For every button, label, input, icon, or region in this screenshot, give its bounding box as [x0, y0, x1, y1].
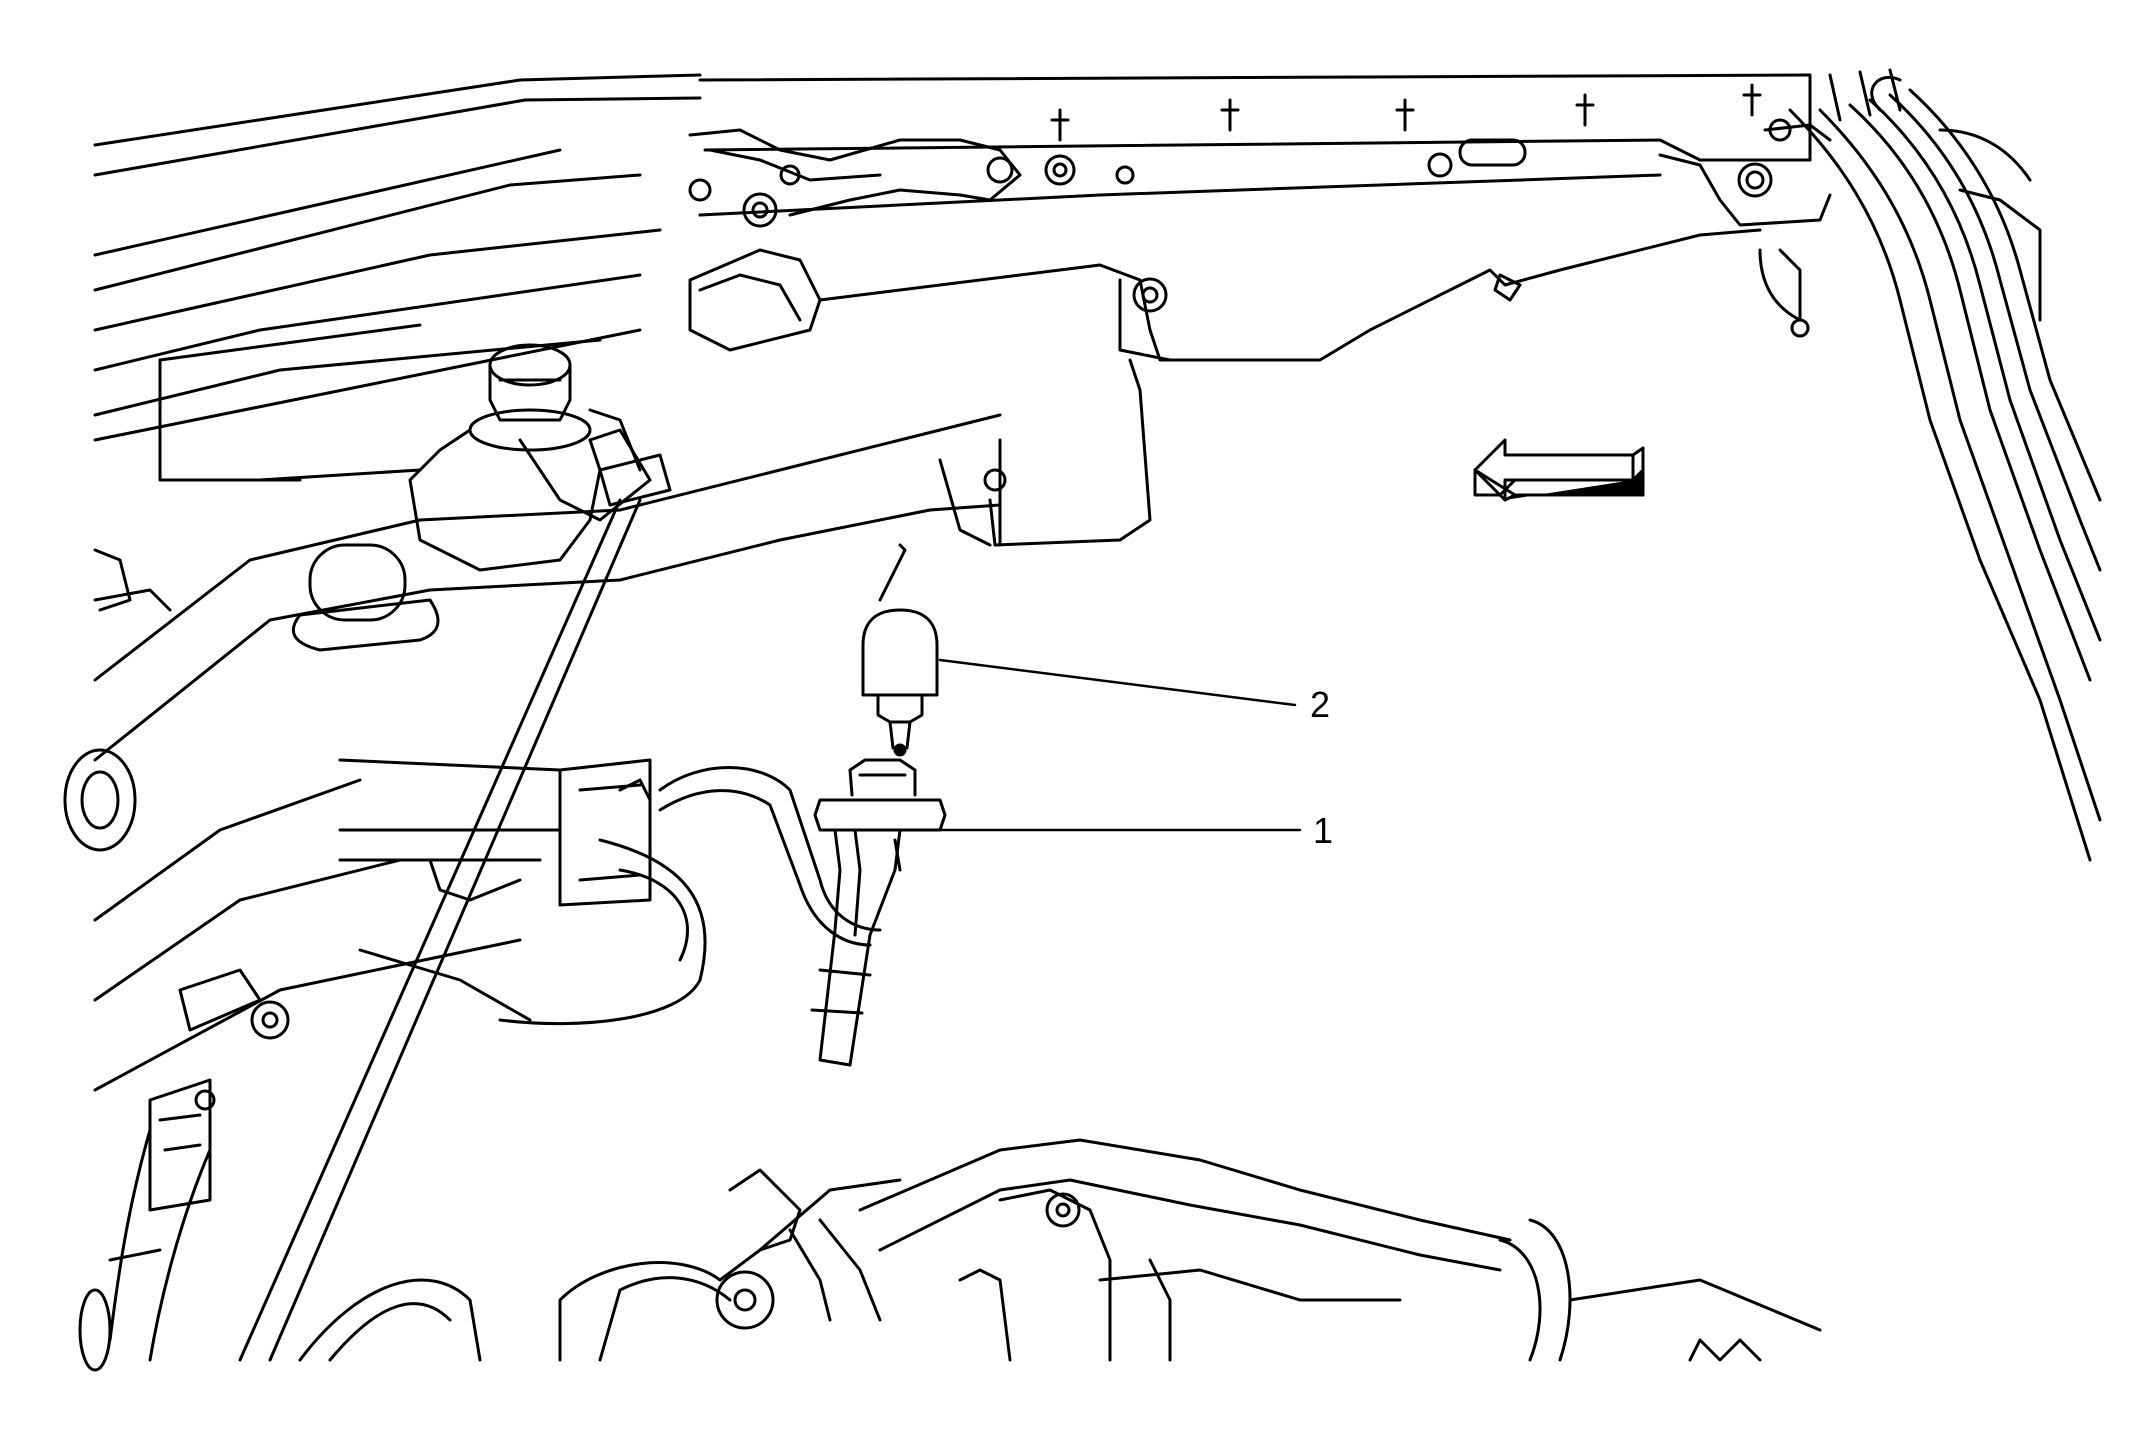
- left-edge-component: [63, 548, 172, 852]
- cowl-panels: [93, 73, 702, 482]
- callout-label-2: 2: [1310, 684, 1330, 725]
- cross-member: [698, 73, 1832, 227]
- hinge-assembly: [688, 128, 1076, 352]
- right-harness-bundle: [1758, 68, 2102, 862]
- lower-components: [298, 1138, 1822, 1362]
- leader-lines: [928, 658, 1302, 832]
- lower-housing: [818, 228, 1762, 547]
- strut-tower: [408, 343, 652, 572]
- callout-label-1: 1: [1313, 810, 1333, 851]
- hood-prop-rod: [238, 408, 672, 1362]
- left-arrow-icon: [1473, 438, 1645, 502]
- strut-brace: [93, 413, 1002, 1092]
- bulb: [861, 543, 939, 757]
- wiring-harness: [78, 758, 882, 1372]
- bulb-socket: [810, 758, 947, 1067]
